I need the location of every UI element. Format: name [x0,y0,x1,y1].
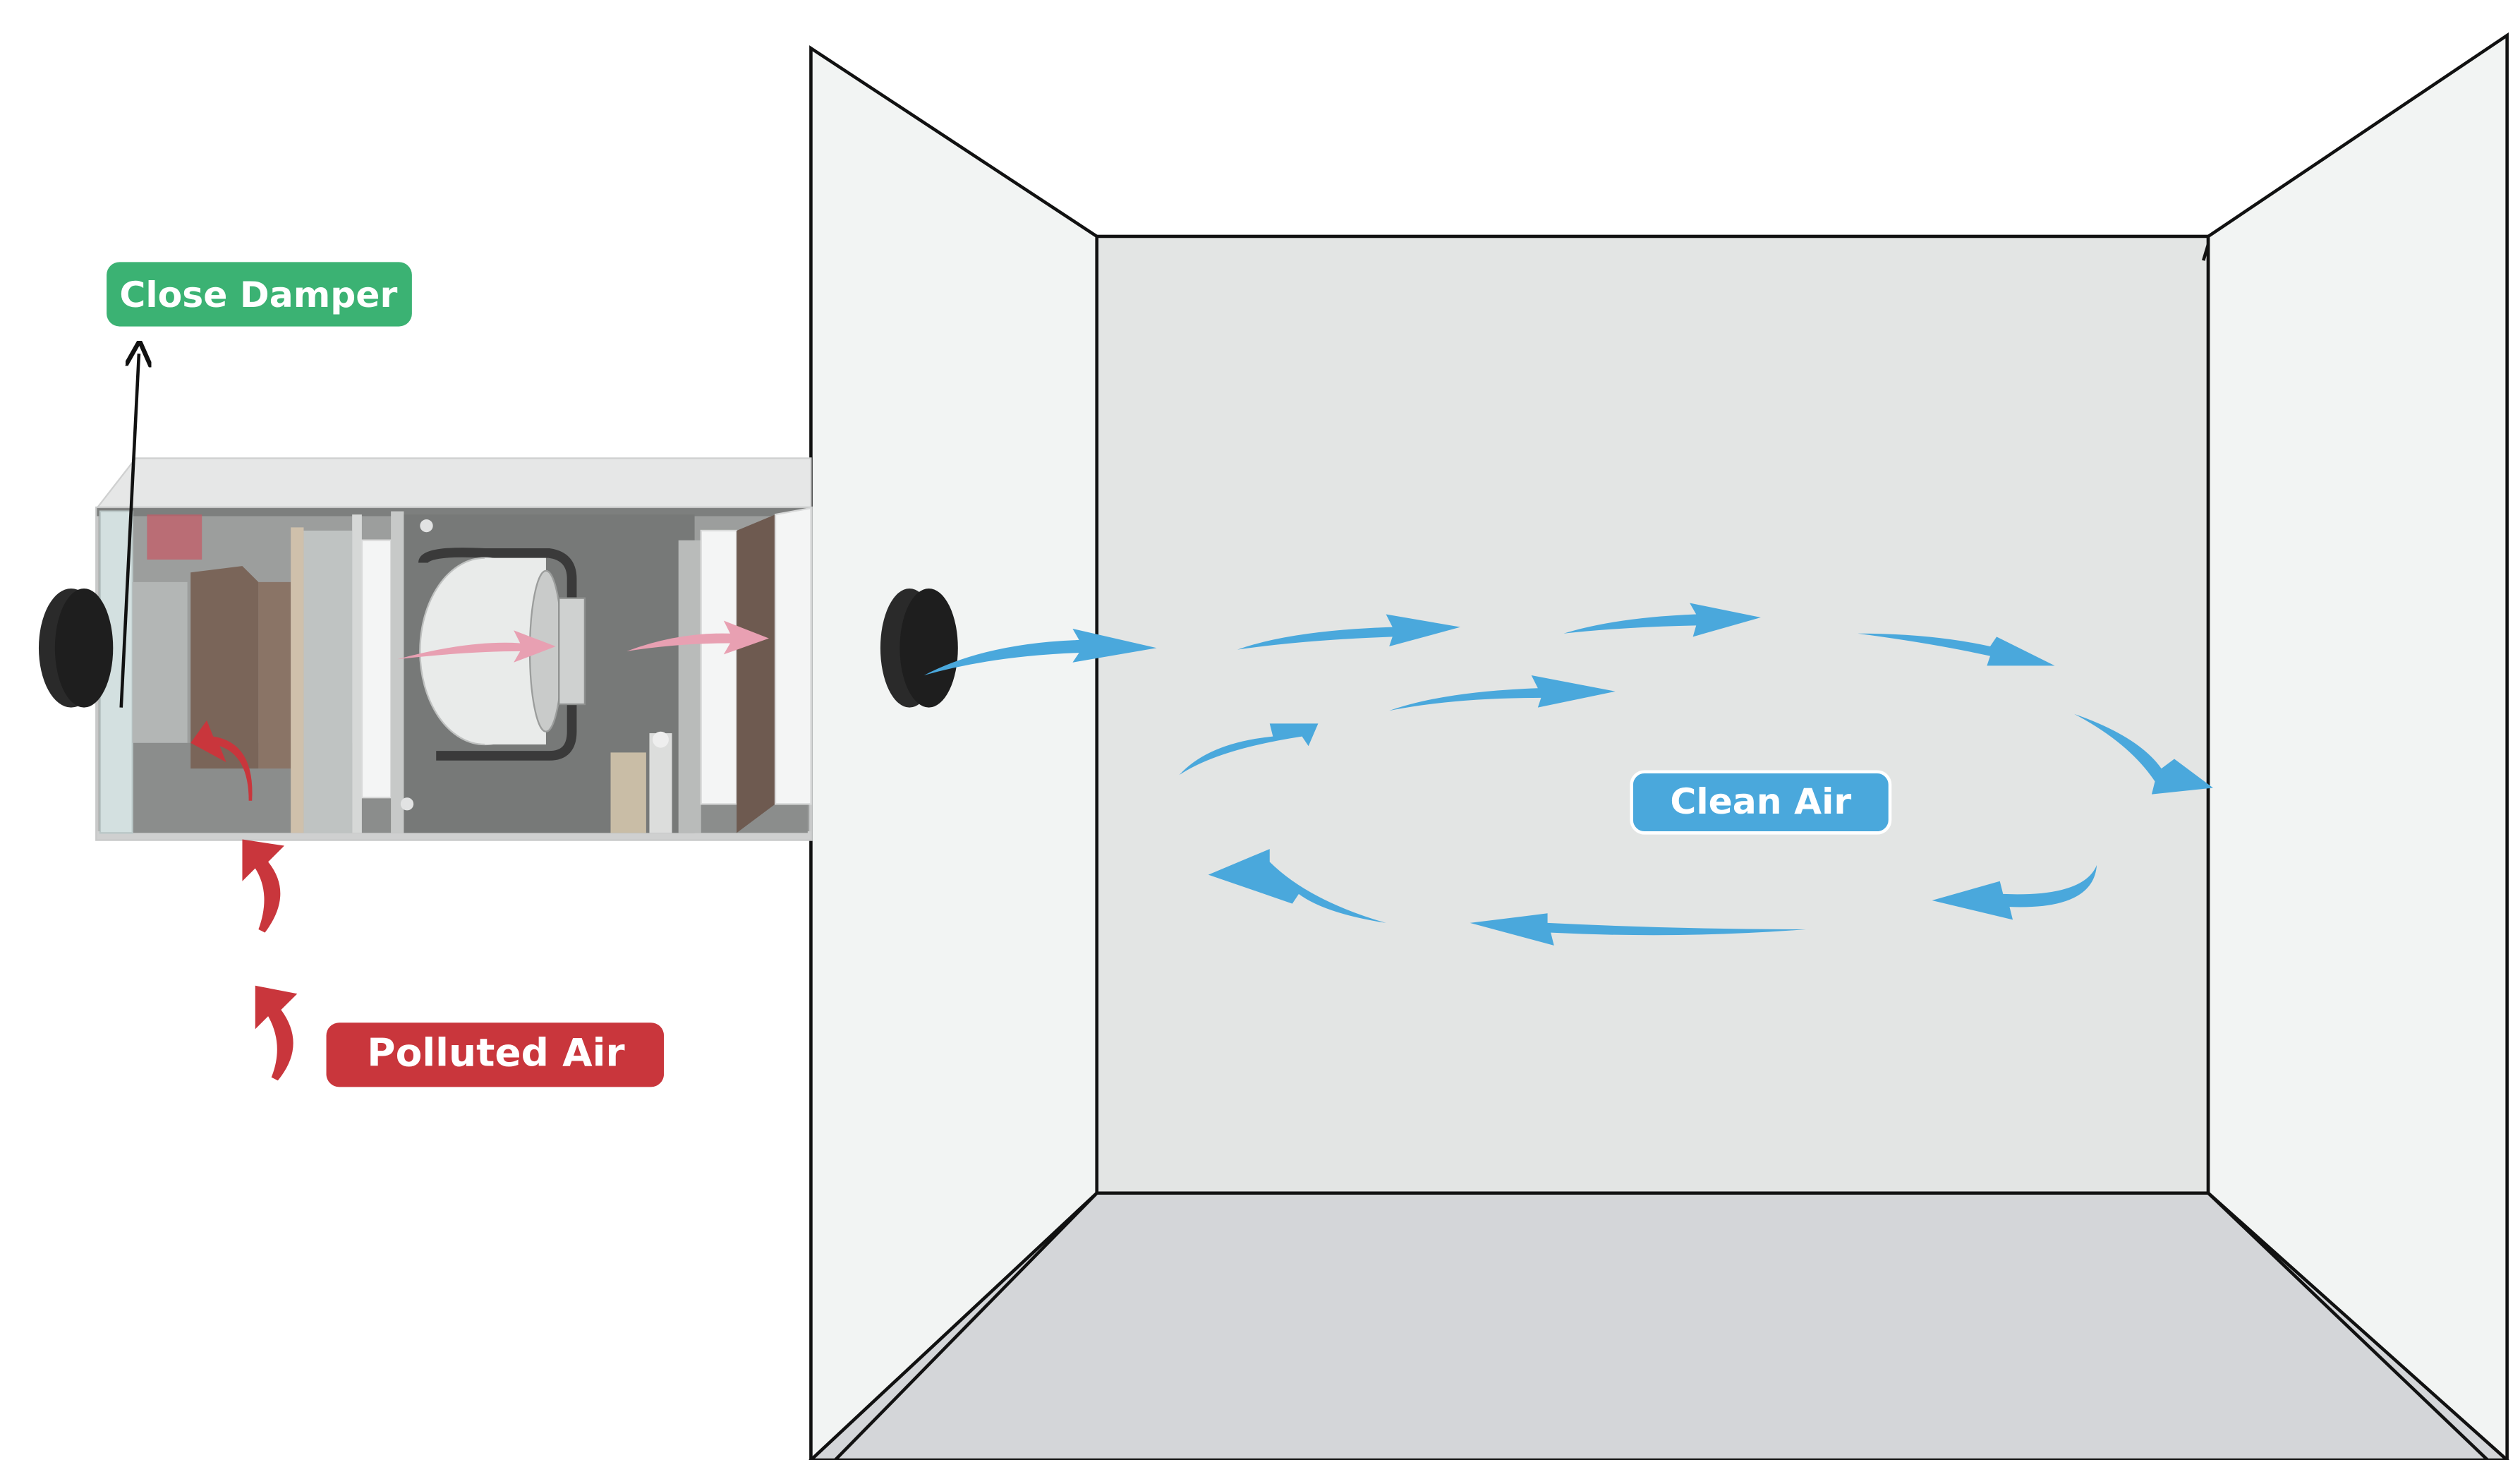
duct-inlet-icon [38,588,114,708]
clean-air-arrow [1858,633,2055,666]
internal-flow-arrow [397,630,556,663]
polluted-air-label: Polluted Air [326,1022,665,1087]
clean-air-arrow [1470,913,1806,946]
close-damper-text: Close Damper [119,274,397,315]
clean-air-label: Clean Air [1630,770,1892,835]
polluted-air-arrow [190,720,253,801]
damper-indicator [147,514,202,560]
polluted-air-text: Polluted Air [367,1030,624,1075]
room-right-wall [2206,32,2509,1460]
clean-air-arrow [1563,603,1761,637]
clean-air-arrow [1389,675,1616,711]
ventilation-unit [95,457,813,841]
close-damper-label: Close Damper [107,262,412,327]
clean-air-arrow [1208,849,1386,923]
internal-flow-arrow [626,620,769,655]
clean-air-flow [923,603,2213,946]
close-damper-pointer [119,354,139,708]
duct-outlet-icon [880,588,958,708]
clean-air-arrow [2074,713,2213,795]
clean-air-arrow [923,628,1157,676]
room-floor [808,1191,2510,1460]
clean-air-arrow [1237,614,1460,650]
polluted-air-arrow [255,985,298,1081]
room-back-wall [1095,234,2210,1195]
clean-air-arrow [1932,864,2097,920]
room [808,32,2510,1460]
clean-air-arrow [1179,723,1319,776]
polluted-air-arrow [242,839,284,933]
clean-air-text: Clean Air [1670,780,1851,822]
